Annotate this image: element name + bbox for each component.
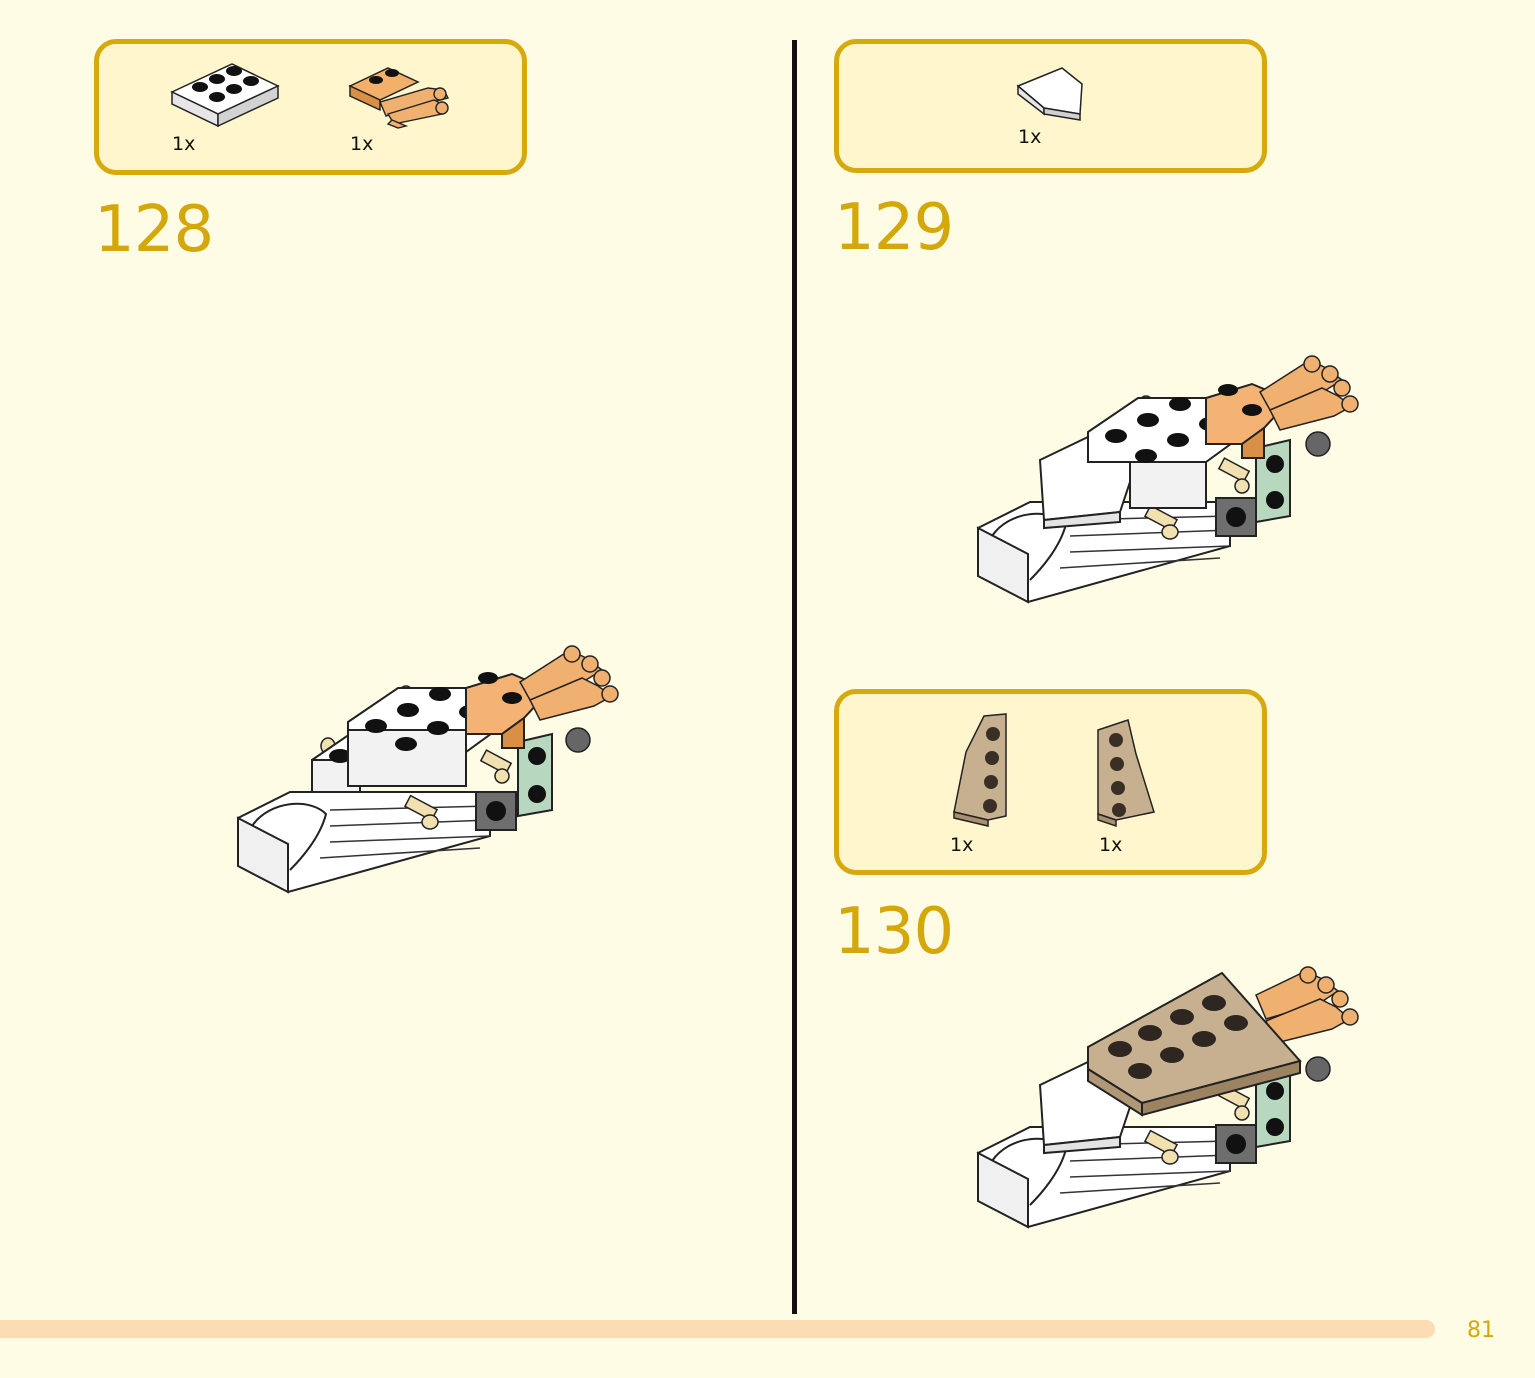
parts-callout-130 [834,689,1267,875]
white-wedge-tile-icon [1016,67,1083,121]
step-129-assembly-illustration [976,355,1359,604]
part-quantity: 1x [350,133,374,155]
parts-callout-129 [834,39,1267,173]
part-quantity: 1x [172,133,196,155]
step-number: 128 [94,193,214,267]
orange-plate-with-claw-icon [348,67,450,129]
page-number: 81 [1467,1318,1495,1343]
step-number: 129 [834,191,954,265]
tan-wedge-plate-right-icon [1097,719,1155,828]
part-quantity: 1x [1018,126,1042,148]
part-quantity: 1x [950,834,974,856]
step-130-assembly-illustration [976,966,1359,1229]
white-plate-2x3-icon [170,63,280,128]
part-quantity: 1x [1099,834,1123,856]
parts-callout-128 [94,39,527,175]
page-progress-bar [0,1320,1435,1338]
column-divider [792,40,797,1314]
tan-wedge-plate-left-icon [953,713,1007,827]
step-number: 130 [834,895,954,969]
step-128-assembly-illustration [236,645,619,894]
